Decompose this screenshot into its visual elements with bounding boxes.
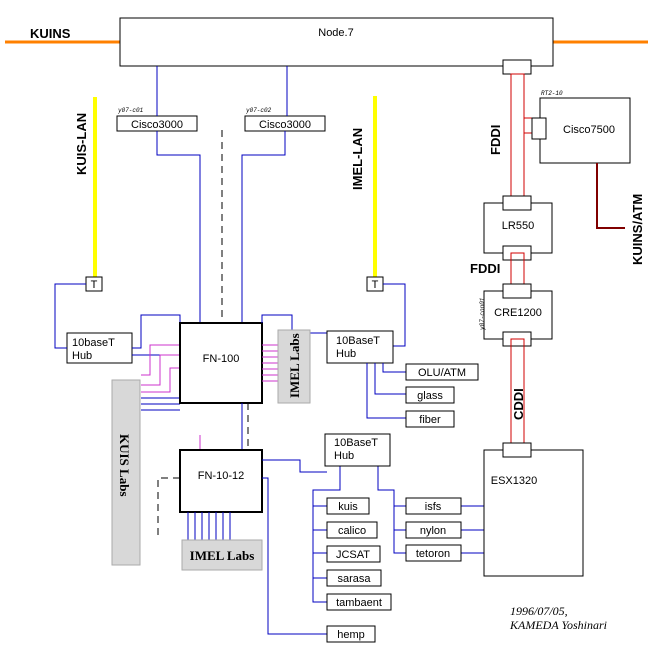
host-jcsat[interactable] [326,545,381,563]
lr550-label: LR550 [502,220,534,232]
cisco3000-b-tag: y07-c02 [245,107,272,114]
host-fiber-label: fiber [419,414,441,426]
esx1320-port [502,442,532,458]
host-sarasa[interactable] [326,569,382,587]
fn1012-hub-links [262,459,485,635]
cisco7500-label: Cisco7500 [563,124,615,136]
imel-hub-host-links [366,363,406,419]
esx1320-box[interactable] [483,449,584,577]
host-kuis-label: kuis [338,501,358,513]
host-glass[interactable] [405,386,455,404]
kuis-lan-label: KUIS-LAN [74,113,89,175]
host-hemp[interactable] [326,625,376,643]
imel-hub-line1: 10BaseT [336,335,380,347]
imel-labs-right-label: IMEL Labs [287,333,302,398]
imel-labs-bottom [181,539,263,571]
cddi-label: CDDI [511,388,526,420]
signature-author: KAMEDA Yoshinari [509,618,607,632]
fddi-top-label: FDDI [488,125,503,155]
kuins-atm-link [596,163,625,229]
router-links [156,66,288,323]
host-tambaent-label: tambaent [336,597,382,609]
host-tambaent[interactable] [326,593,392,611]
node7-box[interactable] [119,17,554,67]
host-calico[interactable] [326,521,378,539]
host-hemp-label: hemp [337,629,365,641]
cisco7500-tag: RT2-10 [541,90,563,97]
cre1200-tag: y07-con01 [479,297,486,331]
fn100-imel-links [262,344,278,382]
kuis-hub-line1: 10baseT [72,337,115,349]
separator-lower [157,477,180,540]
cisco3000-b-label: Cisco3000 [259,119,311,131]
host-sarasa-label: sarasa [337,573,371,585]
kuis-hub-line2: Hub [72,350,92,362]
host-nylon-label: nylon [420,525,446,537]
fddi-mid-label: FDDI [470,261,500,276]
lab-hub-line2: Hub [334,450,354,462]
imel-labs-bottom-label: IMEL Labs [190,548,255,563]
imel-hub-box[interactable] [326,330,394,364]
imel-lan-label: IMEL-LAN [350,128,365,190]
imel-hub-line2: Hub [336,348,356,360]
esx1320-label: ESX1320 [491,475,537,487]
kuis-labs-label: KUIS Labs [117,434,132,497]
kuis-hub-links [54,283,181,411]
fn1012-switch[interactable] [179,449,263,513]
cisco7500-box[interactable] [539,97,631,164]
lab-hub-box[interactable] [324,433,391,467]
host-tetoron-label: tetoron [416,548,450,560]
cre1200-label: CRE1200 [494,307,542,319]
host-olu-atm-label: OLU/ATM [418,367,466,379]
kuis-labs [111,379,141,566]
signature-date: 1996/07/05, [510,604,568,618]
lr550-port-top [502,195,532,211]
node7-fddi-port [502,59,532,75]
kuis-lab-links [141,344,180,393]
cre1200-port-top [502,283,532,299]
imel-tap-label: T [372,279,379,291]
host-nylon[interactable] [405,521,462,539]
cisco7500-port [531,117,547,140]
host-isfs-label: isfs [425,501,442,513]
node7-label: Node.7 [318,27,353,39]
host-glass-label: glass [417,390,443,402]
cisco3000-a-label: Cisco3000 [131,119,183,131]
cisco3000-a-tag: y07-c01 [117,107,144,114]
host-kuis[interactable] [326,497,370,515]
host-isfs[interactable] [405,497,462,515]
imel-labs-right [277,329,311,404]
lr550-box[interactable] [483,202,553,254]
kuins-label: KUINS [30,26,71,41]
kuins-atm-label: KUINS/ATM [630,194,645,265]
fn1012-label: FN-10-12 [198,470,244,482]
host-jcsat-label: JCSAT [336,549,370,561]
fn100-label: FN-100 [203,353,240,365]
host-fiber[interactable] [405,410,455,428]
host-tetoron[interactable] [405,544,462,562]
lab-hub-line1: 10BaseT [334,437,378,449]
host-olu-atm[interactable] [405,363,479,381]
host-calico-label: calico [338,525,366,537]
kuis-tap-label: T [91,279,98,291]
fn1012-lab-links [187,512,231,540]
